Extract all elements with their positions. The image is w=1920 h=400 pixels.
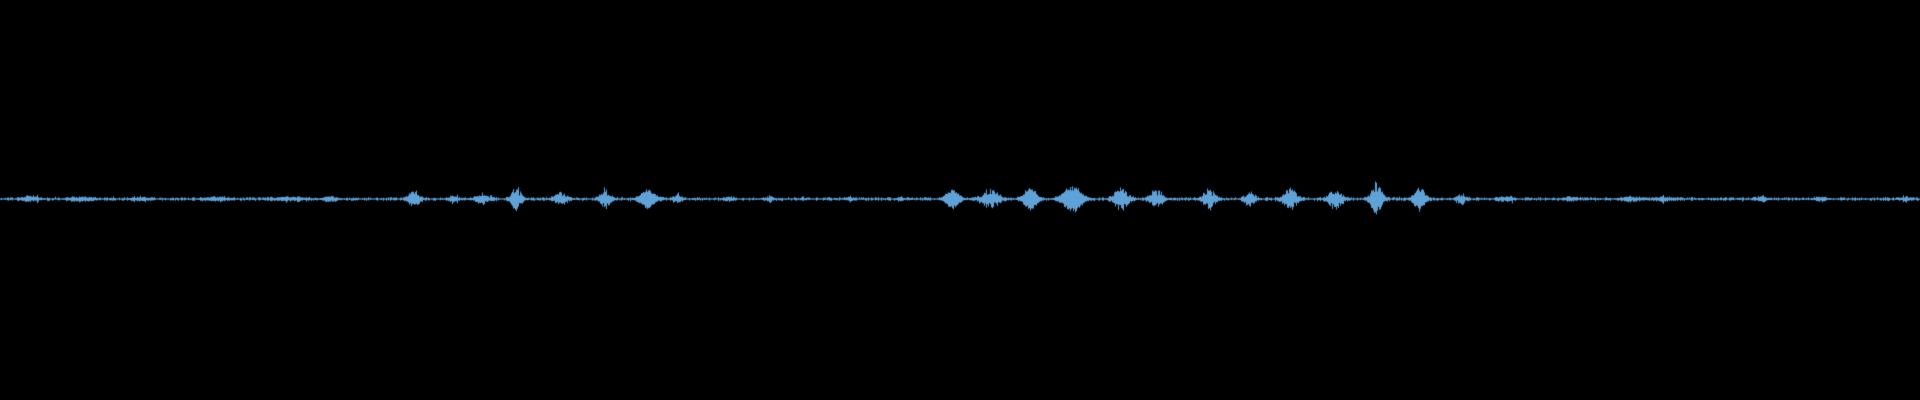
waveform-panel: [0, 0, 1920, 400]
audio-waveform-canvas[interactable]: [0, 0, 1920, 400]
